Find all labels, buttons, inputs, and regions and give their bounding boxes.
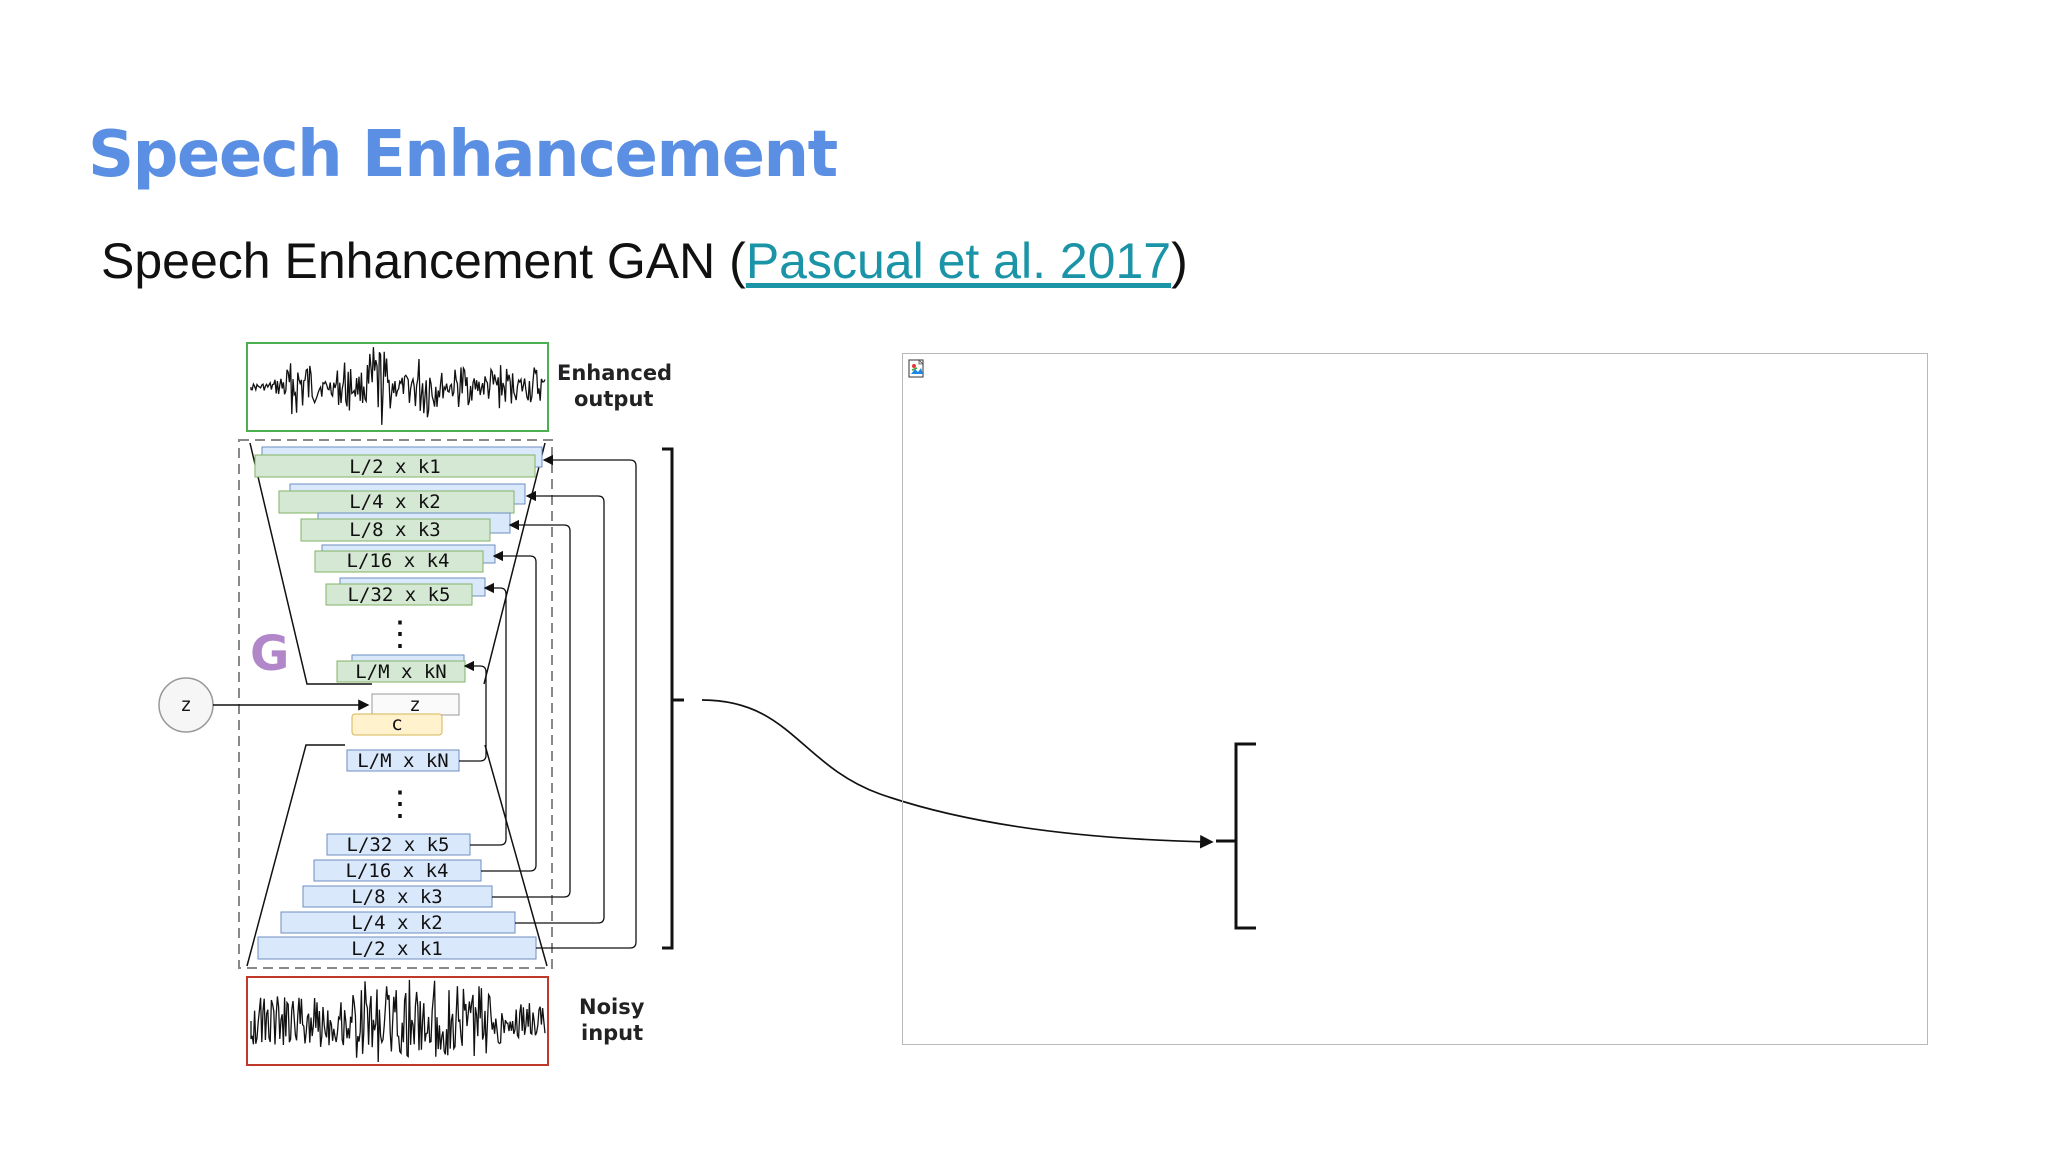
decoder-layer-4-label: L/16 x k4 <box>347 550 450 572</box>
inner-bracket <box>1216 742 1256 930</box>
noisy-label-2: input <box>581 1021 643 1045</box>
decoder-layers: L/2 x k1 L/4 x k2 L/8 x k3 L/16 x k4 L/3 <box>254 446 543 683</box>
encoder-layer-2-label: L/32 x k5 <box>347 834 450 856</box>
image-placeholder <box>902 353 1928 1045</box>
encoder-layer-6: L/2 x k1 <box>257 936 537 960</box>
c-box-label: c <box>391 713 402 735</box>
decoder-layer-6: L/M x kN <box>336 654 466 683</box>
z-box-label: z <box>409 694 420 716</box>
z-circle-label: z <box>180 694 191 716</box>
slide-title: Speech Enhancement <box>88 118 838 192</box>
encoder-layers: L/M x kN ⋮ L/32 x k5 L/16 x k4 L/8 x k3 … <box>257 749 537 960</box>
skip-connections <box>459 454 637 949</box>
slide-subtitle: Speech Enhancement GAN (Pascual et al. 2… <box>101 232 1188 290</box>
encoder-layer-4-label: L/8 x k3 <box>351 886 443 908</box>
subtitle-suffix: ) <box>1171 233 1188 289</box>
generator-bracket <box>662 447 684 950</box>
broken-image-icon <box>908 359 924 378</box>
paper-link[interactable]: Pascual et al. 2017 <box>745 233 1172 289</box>
decoder-layer-2-label: L/4 x k2 <box>349 491 441 513</box>
encoder-layer-3-label: L/16 x k4 <box>346 860 449 882</box>
decoder-ellipsis: ⋮ <box>383 614 417 654</box>
subtitle-prefix: Speech Enhancement GAN ( <box>101 233 746 289</box>
enhanced-label-1: Enhanced <box>557 361 672 385</box>
decoder-layer-5-label: L/32 x k5 <box>348 584 451 606</box>
decoder-funnel-left <box>249 442 372 685</box>
encoder-funnel-left <box>246 744 345 967</box>
decoder-layer-2: L/4 x k2 <box>278 483 526 514</box>
enhanced-output-waveform <box>246 342 549 432</box>
c-box <box>351 713 443 736</box>
generator-outline <box>238 439 553 969</box>
decoder-layer-6-label: L/M x kN <box>355 661 447 683</box>
decoder-layer-3-label: L/8 x k3 <box>349 519 441 541</box>
decoder-layer-1-label: L/2 x k1 <box>349 456 441 478</box>
encoder-layer-6-label: L/2 x k1 <box>351 938 443 960</box>
decoder-funnel-right <box>483 442 546 685</box>
encoder-layer-1-label: L/M x kN <box>357 750 449 772</box>
encoder-layer-5: L/4 x k2 <box>280 911 516 934</box>
decoder-layer-5: L/32 x k5 <box>325 577 486 606</box>
encoder-layer-1: L/M x kN <box>346 749 460 772</box>
noisy-label-1: Noisy <box>579 995 645 1019</box>
encoder-funnel-right <box>484 744 548 967</box>
generator-label: G <box>250 626 289 682</box>
enhanced-label-2: output <box>574 387 653 411</box>
encoder-ellipsis: ⋮ <box>383 784 417 824</box>
encoder-layer-2: L/32 x k5 <box>326 833 471 856</box>
decoder-layer-1: L/2 x k1 <box>254 446 543 478</box>
decoder-layer-3: L/8 x k3 <box>300 512 511 542</box>
encoder-layer-4: L/8 x k3 <box>302 885 493 908</box>
encoder-layer-5-label: L/4 x k2 <box>351 912 443 934</box>
decoder-layer-4: L/16 x k4 <box>314 544 496 573</box>
encoder-layer-3: L/16 x k4 <box>313 859 482 882</box>
connector-arrow <box>701 699 1214 849</box>
noisy-input-waveform <box>246 976 549 1066</box>
